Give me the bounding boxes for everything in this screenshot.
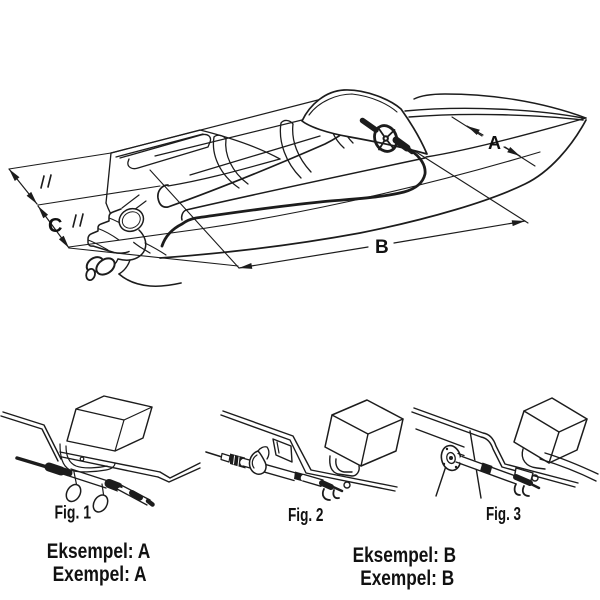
svg-text:Exempel: B: Exempel: B [360,567,454,590]
svg-text:C: C [48,215,62,237]
svg-text:Fig. 1: Fig. 1 [55,503,92,523]
svg-text:A: A [488,133,501,153]
svg-text:Eksempel: A: Eksempel: A [47,540,151,563]
svg-text:B: B [375,237,389,258]
svg-text:Exempel: A: Exempel: A [53,563,147,586]
svg-text:Fig. 3: Fig. 3 [486,504,521,524]
svg-text:Fig. 2: Fig. 2 [288,505,324,525]
svg-text:Eksempel: B: Eksempel: B [353,544,457,567]
